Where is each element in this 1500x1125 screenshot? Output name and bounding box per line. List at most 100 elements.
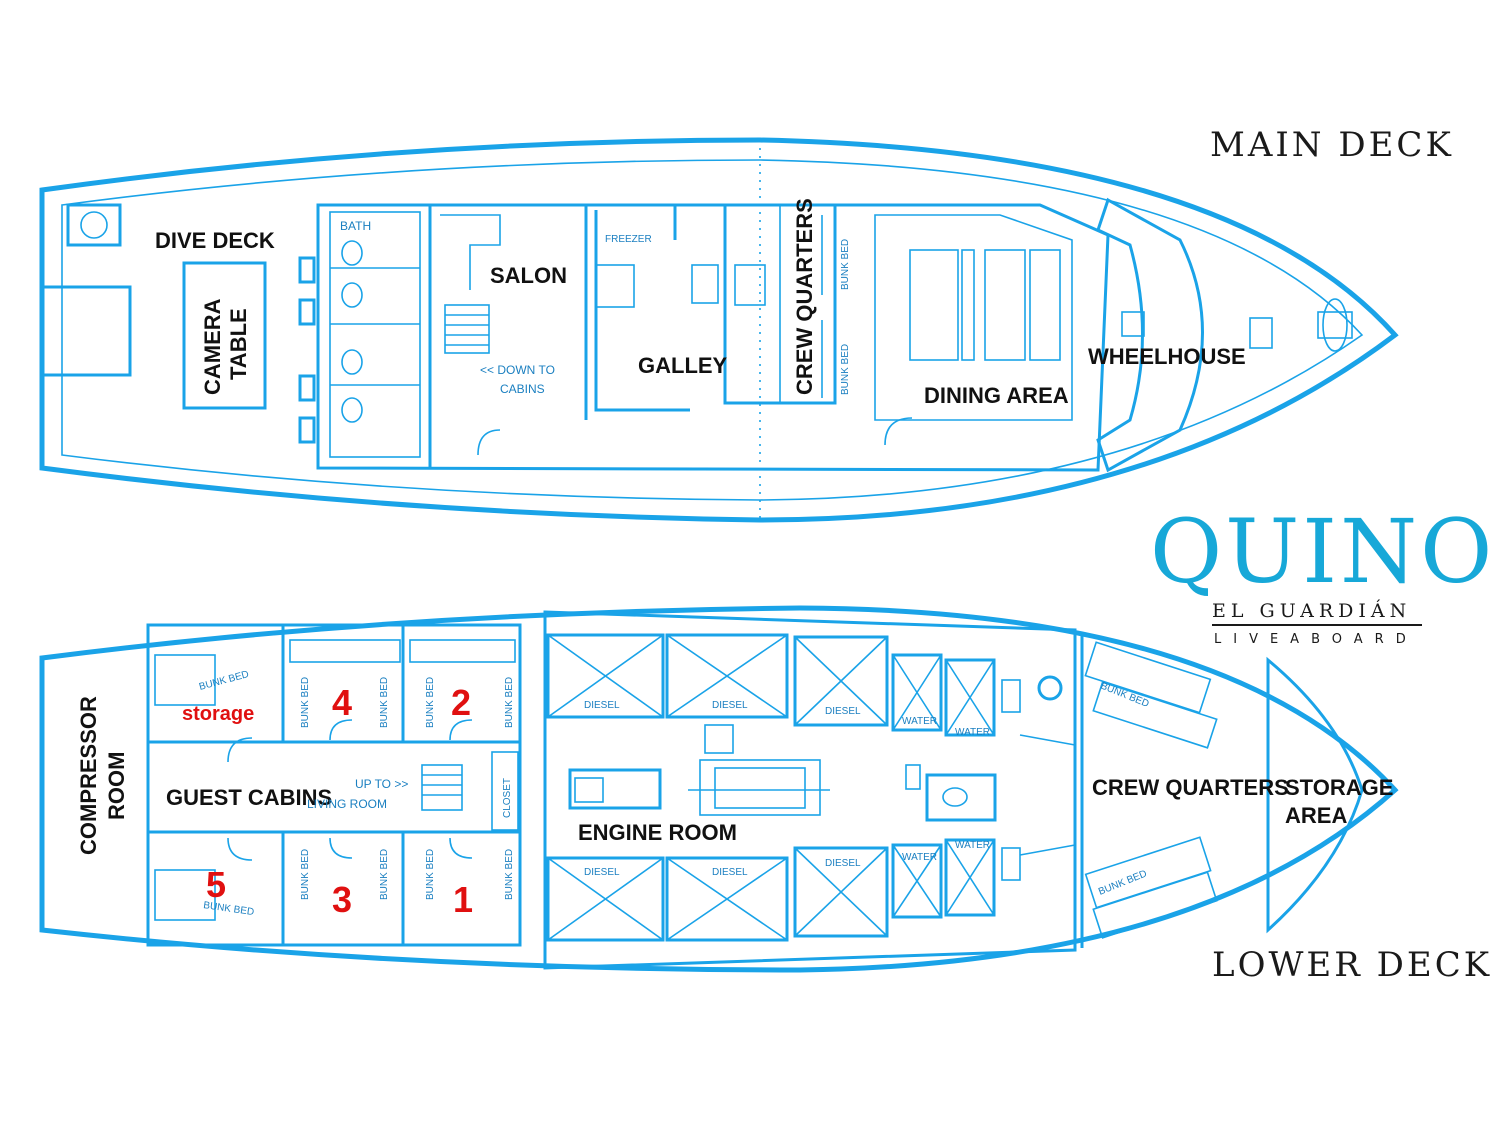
diesel-tank — [546, 633, 665, 719]
swim-platform — [40, 285, 132, 377]
diesel-tank — [793, 846, 889, 938]
cabin-number-3: 3 — [332, 879, 352, 920]
bunk-bed-label: BUNK BED — [425, 677, 436, 728]
storage-label: storage — [182, 703, 254, 725]
brand-subtitle: EL GUARDIÁN — [1212, 600, 1422, 626]
dining-table — [1029, 249, 1061, 361]
diesel-tank — [793, 635, 889, 727]
storage-area-label: AREA — [1285, 803, 1347, 828]
wheelhouse-label: WHEELHOUSE — [1088, 344, 1246, 369]
main-deck: DIVE DECK CAMERA TABLE BATH SALON << DOW… — [39, 137, 1399, 523]
brand-logo: QUINO EL GUARDIÁN LIVEABOARD — [1150, 500, 1496, 648]
water-tank — [891, 653, 943, 732]
engine-room-wall — [543, 610, 1077, 970]
sink-icon — [691, 264, 719, 304]
diesel-label: DIESEL — [584, 867, 620, 878]
diesel-label: DIESEL — [712, 700, 748, 711]
guest-cabins-label: GUEST CABINS — [166, 785, 332, 810]
storage-area-wall — [1266, 656, 1364, 934]
bunk-bed-label: BUNK BED — [379, 849, 390, 900]
lower-deck-hull — [39, 605, 1399, 973]
brand-tagline: LIVEABOARD — [1214, 632, 1418, 647]
water-label: WATER — [902, 852, 937, 863]
stern-hatch — [66, 203, 122, 247]
dive-deck-label: DIVE DECK — [155, 228, 275, 253]
engine-room-label: ENGINE ROOM — [578, 820, 737, 845]
toilet-icon — [341, 397, 363, 423]
bunk-bed-label: BUNK BED — [504, 849, 515, 900]
bow-hatch — [1249, 317, 1273, 349]
guest-stairs — [421, 764, 463, 811]
water-tank — [944, 658, 996, 737]
bunk-bed-label: BUNK BED — [425, 849, 436, 900]
guest-cabins-block — [146, 623, 522, 947]
up-to-label: UP TO >> — [355, 777, 408, 791]
water-tank — [891, 843, 943, 919]
bunk-bed-label: BUNK BED — [840, 344, 851, 395]
hatch-icon — [1037, 675, 1063, 701]
bath-label: BATH — [340, 219, 371, 233]
brand-name: QUINO — [1150, 500, 1496, 603]
diesel-tank — [665, 856, 789, 942]
dining-area-wall — [874, 214, 1073, 421]
diesel-tank — [665, 633, 789, 719]
diesel-label: DIESEL — [584, 700, 620, 711]
dining-table — [984, 249, 1026, 361]
bunk-bed-label: BUNK BED — [300, 677, 311, 728]
head-icon — [925, 773, 997, 822]
workbench — [568, 768, 662, 810]
anchor-winch-icon — [1322, 298, 1348, 352]
lower-deck: COMPRESSOR ROOM BUNK BED storage GUEST C… — [39, 605, 1399, 973]
closet — [491, 751, 519, 831]
galley-label: GALLEY — [638, 353, 728, 378]
stove-icon — [595, 264, 635, 308]
stern-fitting-icon — [80, 211, 108, 239]
camera-table-label: TABLE — [226, 308, 251, 380]
toilet-icon — [341, 349, 363, 375]
bath-room — [329, 211, 421, 458]
diesel-label: DIESEL — [825, 706, 861, 717]
compressor-room-label: COMPRESSOR — [76, 696, 101, 855]
closet-label: CLOSET — [502, 778, 513, 818]
main-deck-title: MAIN DECK — [1210, 125, 1454, 165]
toilet-icon — [341, 240, 363, 266]
water-label: WATER — [955, 727, 990, 738]
compressor-room-label: ROOM — [104, 752, 129, 820]
diesel-tank — [546, 856, 665, 942]
diesel-label: DIESEL — [712, 867, 748, 878]
main-deck-cabin-wall — [316, 203, 1110, 472]
dining-table — [961, 249, 975, 361]
helm-seat — [1121, 311, 1145, 337]
storage-area-label: STORAGE — [1285, 775, 1393, 800]
toilet-icon — [341, 282, 363, 308]
bunk-bed-label: BUNK BED — [840, 239, 851, 290]
dining-area-label: DINING AREA — [924, 383, 1069, 408]
water-label: WATER — [902, 716, 937, 727]
salon-label: SALON — [490, 263, 567, 288]
lower-deck-title: LOWER DECK — [1212, 945, 1493, 985]
water-label: WATER — [955, 840, 990, 851]
cabin-number-5: 5 — [206, 864, 226, 905]
main-deck-hull — [39, 137, 1399, 523]
up-to-label: LIVING ROOM — [307, 797, 387, 811]
main-deck-stairs — [734, 264, 766, 306]
camera-table — [182, 261, 267, 410]
bunk-bed-label: BUNK BED — [504, 677, 515, 728]
camera-table-label: CAMERA — [200, 298, 225, 395]
cabin-number-2: 2 — [451, 682, 471, 723]
cabin-number-1: 1 — [453, 879, 473, 920]
bunk-bed-label: BUNK BED — [379, 677, 390, 728]
crew-quarters-label: CREW QUARTERS — [792, 198, 817, 395]
salon-stairs — [444, 304, 490, 354]
main-deck-hull-inner — [61, 159, 1364, 501]
cabin-number-4: 4 — [332, 682, 352, 723]
bunk-bed-label: BUNK BED — [300, 849, 311, 900]
dining-table — [909, 249, 959, 361]
bunk-bed-label: BUNK BED — [198, 669, 250, 693]
water-tank — [944, 838, 996, 917]
wheelhouse-wall — [1096, 197, 1204, 473]
down-to-cabins-label: CABINS — [500, 382, 545, 396]
down-to-cabins-label: << DOWN TO — [480, 363, 555, 377]
freezer-label: FREEZER — [605, 234, 652, 245]
